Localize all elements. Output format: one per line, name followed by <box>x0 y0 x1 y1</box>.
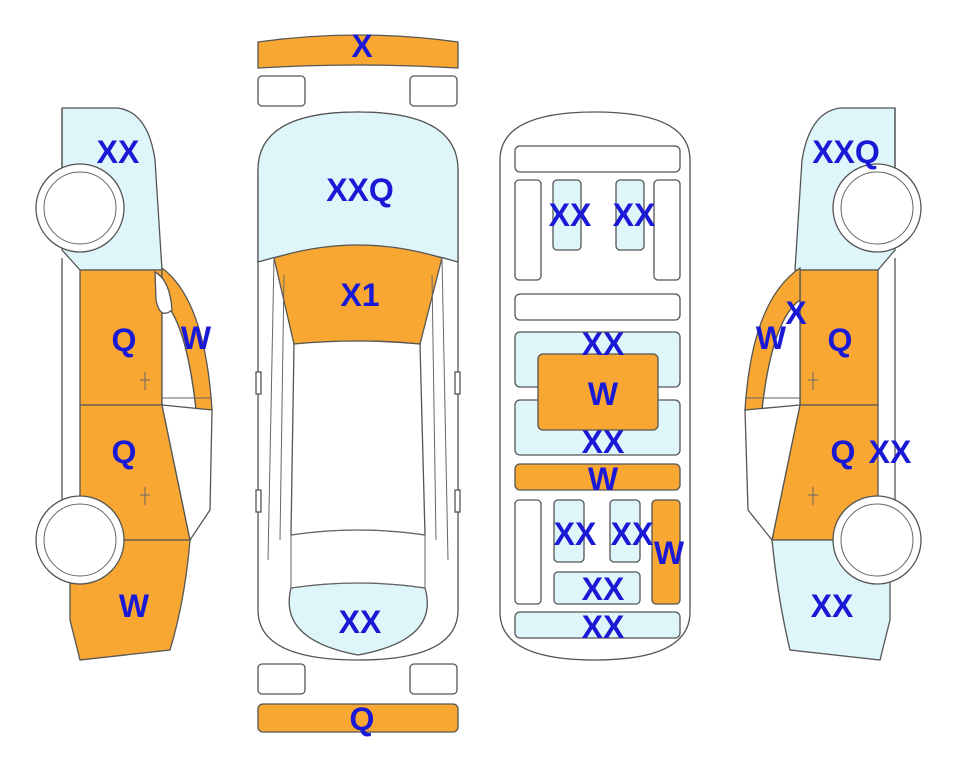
interior-front-left-seat[interactable] <box>552 179 582 251</box>
damage-labels: X XXQ X1 XX Q XX Q W Q W XX XX XX W XX W… <box>97 28 912 737</box>
label-int-strip: W <box>588 461 619 497</box>
front-left-light <box>257 75 306 107</box>
label-right-rear-door-extra: XX <box>869 434 912 470</box>
right-side-view <box>744 107 922 661</box>
label-int-mid-top: XX <box>582 326 625 362</box>
interior-strip[interactable] <box>514 463 681 491</box>
interior-mid-center[interactable] <box>537 353 659 431</box>
top-view <box>255 34 461 733</box>
interior-bottom[interactable] <box>514 611 681 639</box>
right-front-wheel <box>832 163 922 253</box>
label-left-rear-door: Q <box>112 434 137 470</box>
left-front-wheel <box>35 163 125 253</box>
rear-right-light <box>409 663 458 695</box>
roof-panel[interactable] <box>290 340 426 536</box>
interior-view <box>499 111 691 661</box>
left-rear-wheel <box>35 495 125 585</box>
label-left-a-pillar: W <box>181 320 212 356</box>
left-side-view <box>35 107 213 661</box>
label-left-front-fender: XX <box>97 134 140 170</box>
right-rear-wheel <box>832 495 922 585</box>
label-left-front-door: Q <box>112 322 137 358</box>
interior-rear-left-seat[interactable] <box>553 499 585 563</box>
label-int-mid-bottom: XX <box>582 424 625 460</box>
label-windshield: X1 <box>340 277 379 313</box>
label-int-rear-right: XX <box>611 516 654 552</box>
label-int-mid-center: W <box>588 376 619 412</box>
label-right-pillar-small: X <box>785 295 807 331</box>
front-bumper-panel[interactable] <box>257 34 459 69</box>
label-int-front-right: XX <box>613 197 656 233</box>
label-int-rear-left: XX <box>554 516 597 552</box>
label-int-rear-side: W <box>654 535 685 571</box>
rear-left-light <box>257 663 306 695</box>
interior-rear-side[interactable] <box>651 499 681 605</box>
label-left-rear-quarter: W <box>119 588 150 624</box>
label-int-front-left: XX <box>549 197 592 233</box>
interior-rear-right-seat[interactable] <box>609 499 641 563</box>
label-hood: XXQ <box>326 172 394 208</box>
label-right-a-pillar: W <box>756 320 787 356</box>
label-right-front-door: Q <box>828 322 853 358</box>
rear-bumper-panel[interactable] <box>257 703 459 733</box>
interior-front-right-seat[interactable] <box>615 179 645 251</box>
label-right-front-fender: XXQ <box>812 134 880 170</box>
interior-rear-lower[interactable] <box>553 571 641 605</box>
front-right-light <box>409 75 458 107</box>
label-rear-bumper: Q <box>350 701 375 737</box>
label-front-bumper: X <box>351 28 373 64</box>
label-int-rear-lower: XX <box>582 571 625 607</box>
label-right-rear-door: Q <box>831 434 856 470</box>
label-right-rear-quarter: XX <box>811 588 854 624</box>
label-int-bottom: XX <box>582 609 625 645</box>
label-trunk: XX <box>339 604 382 640</box>
